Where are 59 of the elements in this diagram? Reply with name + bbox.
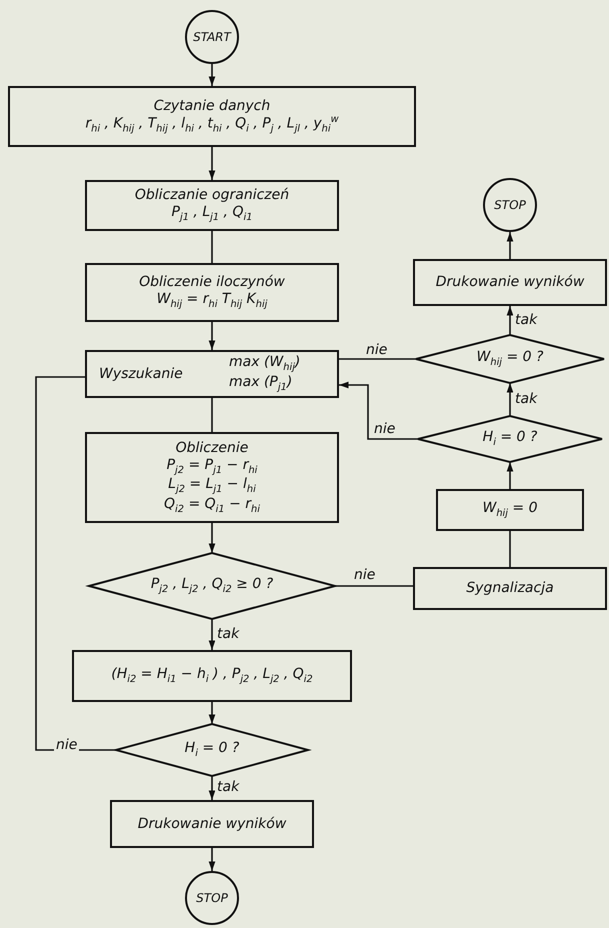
node-heading: Wyszukanie — [99, 366, 183, 382]
node-text: W$_{hij}$ = 0 — [482, 500, 538, 520]
connector-line — [335, 585, 413, 587]
node-heading: Obliczenie iloczynów — [139, 274, 285, 292]
node-heading: Czytanie danych — [154, 98, 270, 114]
process-box — [85, 432, 339, 523]
arrow — [208, 64, 216, 86]
node-heading: Obliczanie ograniczeń — [134, 187, 290, 204]
connector-line — [211, 398, 213, 432]
node-text: Drukowanie wyników — [436, 274, 584, 291]
arrow — [208, 322, 216, 350]
process-box — [85, 263, 339, 322]
node-text: W$_{hij}$ = 0 ? — [476, 349, 544, 369]
edge-label: tak — [215, 626, 242, 642]
process-box — [413, 567, 607, 610]
node-text: W$_{hij}$ = r$_{hi}$ T$_{hij}$ K$_{hij}$ — [156, 291, 268, 311]
connector-line — [509, 531, 511, 567]
node-text: L$_{j2}$ = L$_{j1}$ − l$_{hi}$ — [168, 476, 256, 496]
arrow — [506, 306, 514, 335]
decision-diamond — [416, 335, 604, 383]
arrow — [208, 776, 216, 800]
edge-label: nie — [54, 738, 80, 754]
arrow — [208, 848, 216, 871]
arrow — [208, 147, 216, 180]
node-text: max (W$_{hij}$) max (P$_{j1}$) — [229, 354, 302, 394]
process-box — [8, 86, 416, 147]
node-text: P$_{j2}$ , L$_{j2}$ , Q$_{i2}$ ≥ 0 ? — [150, 576, 274, 596]
node-text: START — [193, 30, 231, 44]
connector-line — [339, 358, 416, 360]
process-box — [110, 800, 314, 848]
process-box — [436, 489, 584, 531]
arrow — [506, 383, 514, 416]
terminal-circle — [483, 178, 537, 232]
connector-line — [35, 376, 116, 751]
node-heading: Obliczenie — [176, 440, 248, 457]
terminal-circle — [185, 10, 239, 64]
node-text: P$_{j2}$ = P$_{j1}$ − r$_{hi}$ — [166, 456, 258, 476]
node-text: Sygnalizacja — [466, 580, 554, 597]
process-box — [85, 180, 339, 231]
node-text: Q$_{i2}$ = Q$_{i1}$ − r$_{hi}$ — [164, 496, 260, 516]
terminal-circle — [185, 871, 239, 925]
node-text: (H$_{i2}$ = H$_{i1}$ − h$_{i}$ ) , P$_{j2}$ , L$_{j2}$ , Q$_{i2}$ — [111, 666, 313, 686]
node-text: H$_{i}$ = 0 ? — [482, 429, 538, 449]
node-text: H$_{i}$ = 0 ? — [184, 740, 240, 760]
arrow — [506, 232, 514, 259]
arrow — [208, 619, 216, 650]
node-text: STOP — [494, 198, 526, 212]
node-text: STOP — [196, 890, 228, 906]
decision-diamond — [418, 416, 602, 462]
arrow — [208, 702, 216, 724]
process-box — [85, 350, 339, 398]
process-box — [413, 259, 607, 306]
connector-line — [211, 231, 213, 263]
arrow — [339, 382, 418, 440]
process-box — [72, 650, 352, 702]
node-text: P$_{j1}$ , L$_{j1}$ , Q$_{i1}$ — [172, 204, 252, 224]
arrow — [208, 523, 216, 553]
node-text: Drukowanie wyników — [138, 816, 286, 832]
arrow — [506, 462, 514, 489]
